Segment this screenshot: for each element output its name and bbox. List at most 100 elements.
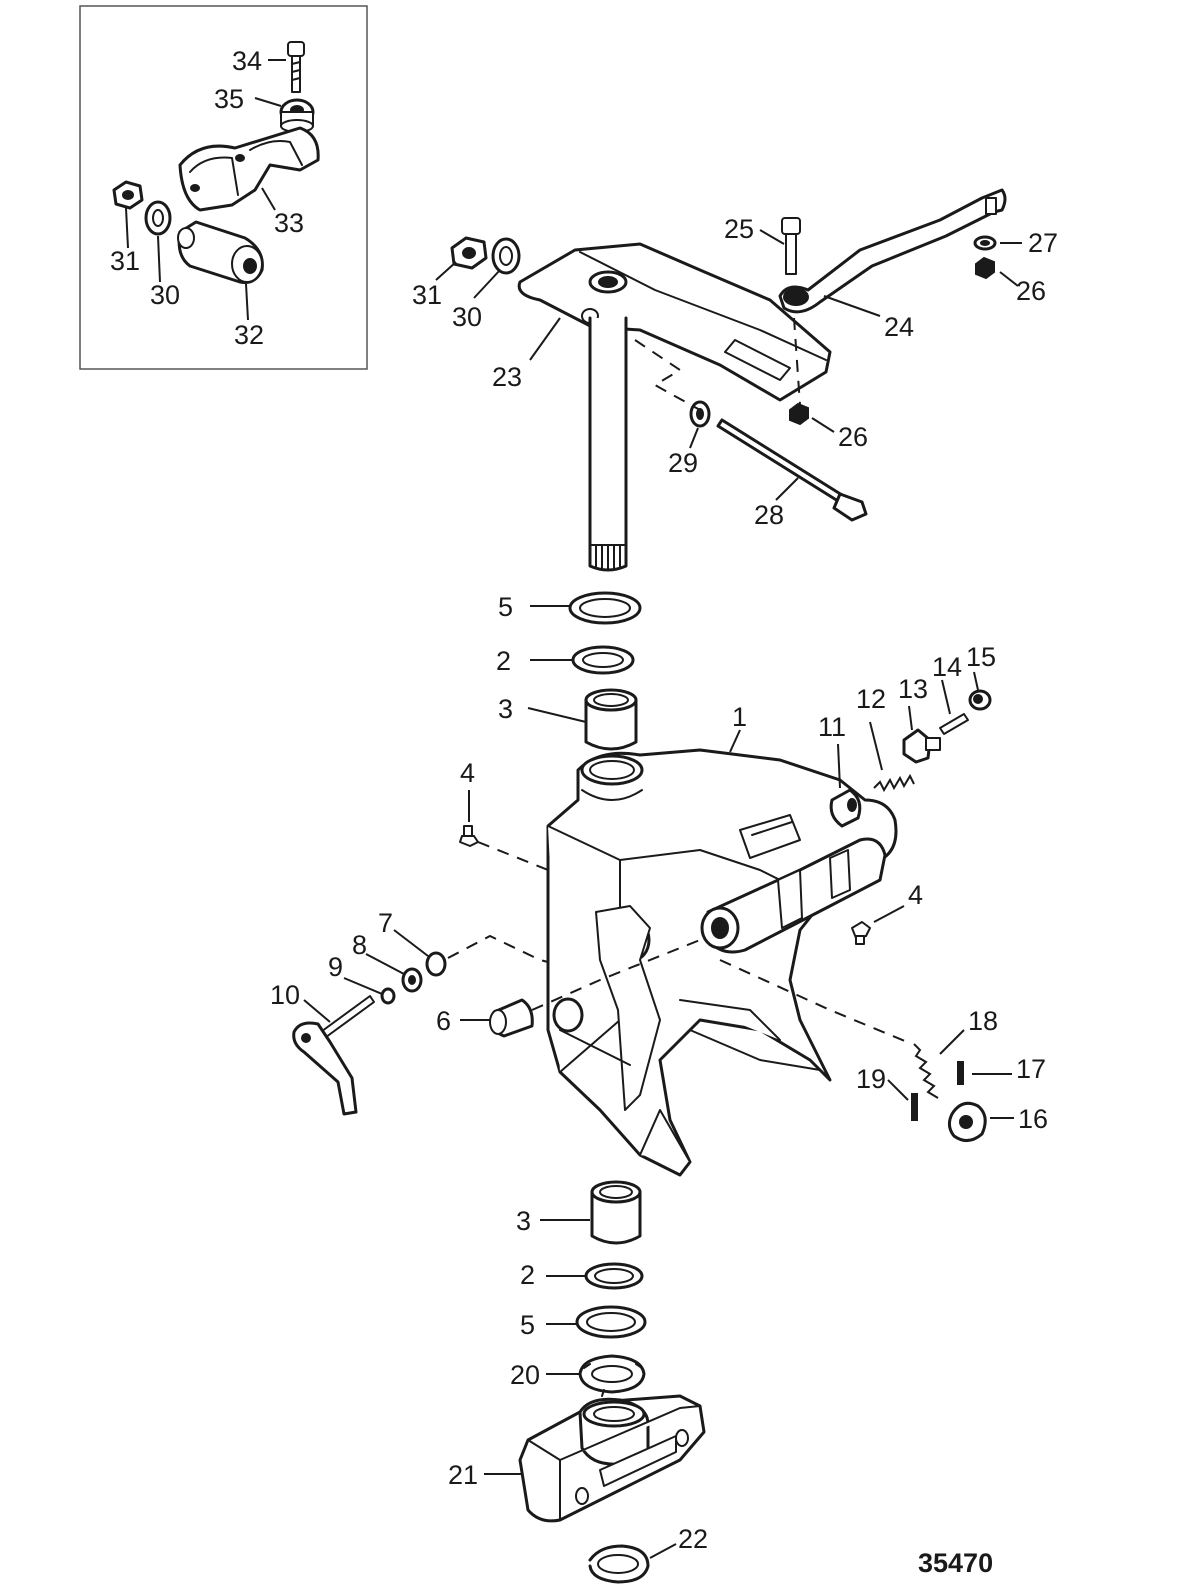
callout-3-upper: 3 <box>498 694 513 724</box>
part-8-washer <box>401 967 423 993</box>
part-5-washer-upper <box>568 591 642 625</box>
part-14-pin <box>939 713 969 735</box>
leader-3-upper <box>527 707 587 723</box>
leader-32 <box>245 283 249 321</box>
leader-22 <box>649 1543 677 1559</box>
callout-34: 34 <box>232 46 262 76</box>
callout-35: 35 <box>214 84 244 114</box>
callout-4-lower: 4 <box>908 880 923 910</box>
leader-10 <box>303 999 331 1023</box>
part-25-bolt <box>781 217 801 275</box>
document-number: 35470 <box>918 1548 993 1578</box>
leader-1 <box>729 729 741 753</box>
part-19-pin <box>911 1093 918 1121</box>
leader-28 <box>775 477 799 501</box>
part-33-clamp <box>178 126 320 212</box>
callout-15: 15 <box>966 642 996 672</box>
hidden-line-fitting-upper <box>477 841 549 871</box>
part-2-seal-upper <box>571 645 635 675</box>
callout-33: 33 <box>274 208 304 238</box>
leader-25 <box>759 229 785 245</box>
callout-5-upper: 5 <box>498 592 513 622</box>
leader-8 <box>365 953 405 975</box>
leader-33 <box>261 187 276 211</box>
part-16-cam <box>947 1101 987 1142</box>
callout-26-lower: 26 <box>838 422 868 452</box>
callout-1: 1 <box>732 702 747 732</box>
callout-16: 16 <box>1018 1104 1048 1134</box>
part-26-nut-lower <box>789 402 809 426</box>
part-4-fitting-upper <box>459 825 479 847</box>
callout-19: 19 <box>856 1064 886 1094</box>
part-30-washer-inset <box>144 200 172 236</box>
part-20-lockwasher <box>578 1354 646 1397</box>
part-9-o-ring <box>380 987 396 1005</box>
callout-10: 10 <box>270 980 300 1010</box>
leader-24 <box>823 295 881 317</box>
callout-29: 29 <box>668 448 698 478</box>
callout-23: 23 <box>492 362 522 392</box>
part-24-steering-link <box>778 188 1007 314</box>
callout-28: 28 <box>754 500 784 530</box>
leader-9 <box>343 977 383 995</box>
callout-17: 17 <box>1016 1054 1046 1084</box>
hidden-line-arm <box>634 339 701 411</box>
callout-3-lower: 3 <box>516 1206 531 1236</box>
callout-4-upper: 4 <box>460 758 475 788</box>
callout-2-upper: 2 <box>496 646 511 676</box>
leader-12 <box>869 721 883 771</box>
part-2-seal-lower <box>584 1262 644 1290</box>
part-26-nut-upper <box>975 256 995 280</box>
leader-4-lower <box>873 905 905 923</box>
callout-8: 8 <box>352 930 367 960</box>
part-22-retaining-ring <box>588 1544 650 1584</box>
inset-detail <box>79 5 368 370</box>
part-31-nut <box>450 236 488 270</box>
part-7-o-ring <box>425 951 447 977</box>
hidden-line-bushing <box>531 939 701 1011</box>
callout-31: 31 <box>412 280 442 310</box>
part-12-spring <box>873 773 915 793</box>
leader-11 <box>837 743 841 789</box>
callout-24: 24 <box>884 312 914 342</box>
leader-30 <box>473 269 501 299</box>
leader-30-inset <box>157 235 161 283</box>
part-1-swivel-bracket <box>546 748 898 1177</box>
callout-11: 11 <box>818 712 846 742</box>
leader-7 <box>393 929 429 957</box>
leader-19 <box>887 1079 909 1101</box>
callout-27: 27 <box>1028 228 1058 258</box>
part-5-washer-lower <box>575 1305 647 1339</box>
callout-13: 13 <box>898 674 928 704</box>
part-6-bushing <box>489 998 534 1038</box>
part-28-tie-rod <box>716 418 868 522</box>
part-15-screw <box>968 689 992 711</box>
part-10-tilt-lock-lever <box>292 995 375 1116</box>
part-13-adjuster <box>902 728 941 764</box>
callout-32: 32 <box>234 320 264 350</box>
callout-12: 12 <box>856 684 886 714</box>
leader-26-upper <box>999 271 1019 287</box>
part-23-steering-arm-shaft <box>517 242 832 572</box>
callout-9: 9 <box>328 952 343 982</box>
callout-20: 20 <box>510 1360 540 1390</box>
hidden-line-bolt <box>793 317 801 406</box>
callout-25: 25 <box>724 214 754 244</box>
callout-6: 6 <box>436 1006 451 1036</box>
part-35-spacer <box>279 98 315 133</box>
leader-23 <box>529 317 561 361</box>
leader-29 <box>689 427 699 449</box>
part-27-washer <box>973 235 997 251</box>
part-3-bushing-upper <box>584 688 638 751</box>
part-3-bushing-lower <box>590 1180 642 1245</box>
leader-31 <box>435 261 457 281</box>
callout-26-upper: 26 <box>1016 276 1046 306</box>
callout-22: 22 <box>678 1524 708 1554</box>
part-34-bolt <box>287 41 305 93</box>
part-30-washer <box>491 237 521 275</box>
part-4-fitting-lower <box>851 921 871 945</box>
inset-frame <box>79 5 368 370</box>
part-32-bushing <box>177 220 264 284</box>
part-17-pin <box>957 1061 964 1085</box>
